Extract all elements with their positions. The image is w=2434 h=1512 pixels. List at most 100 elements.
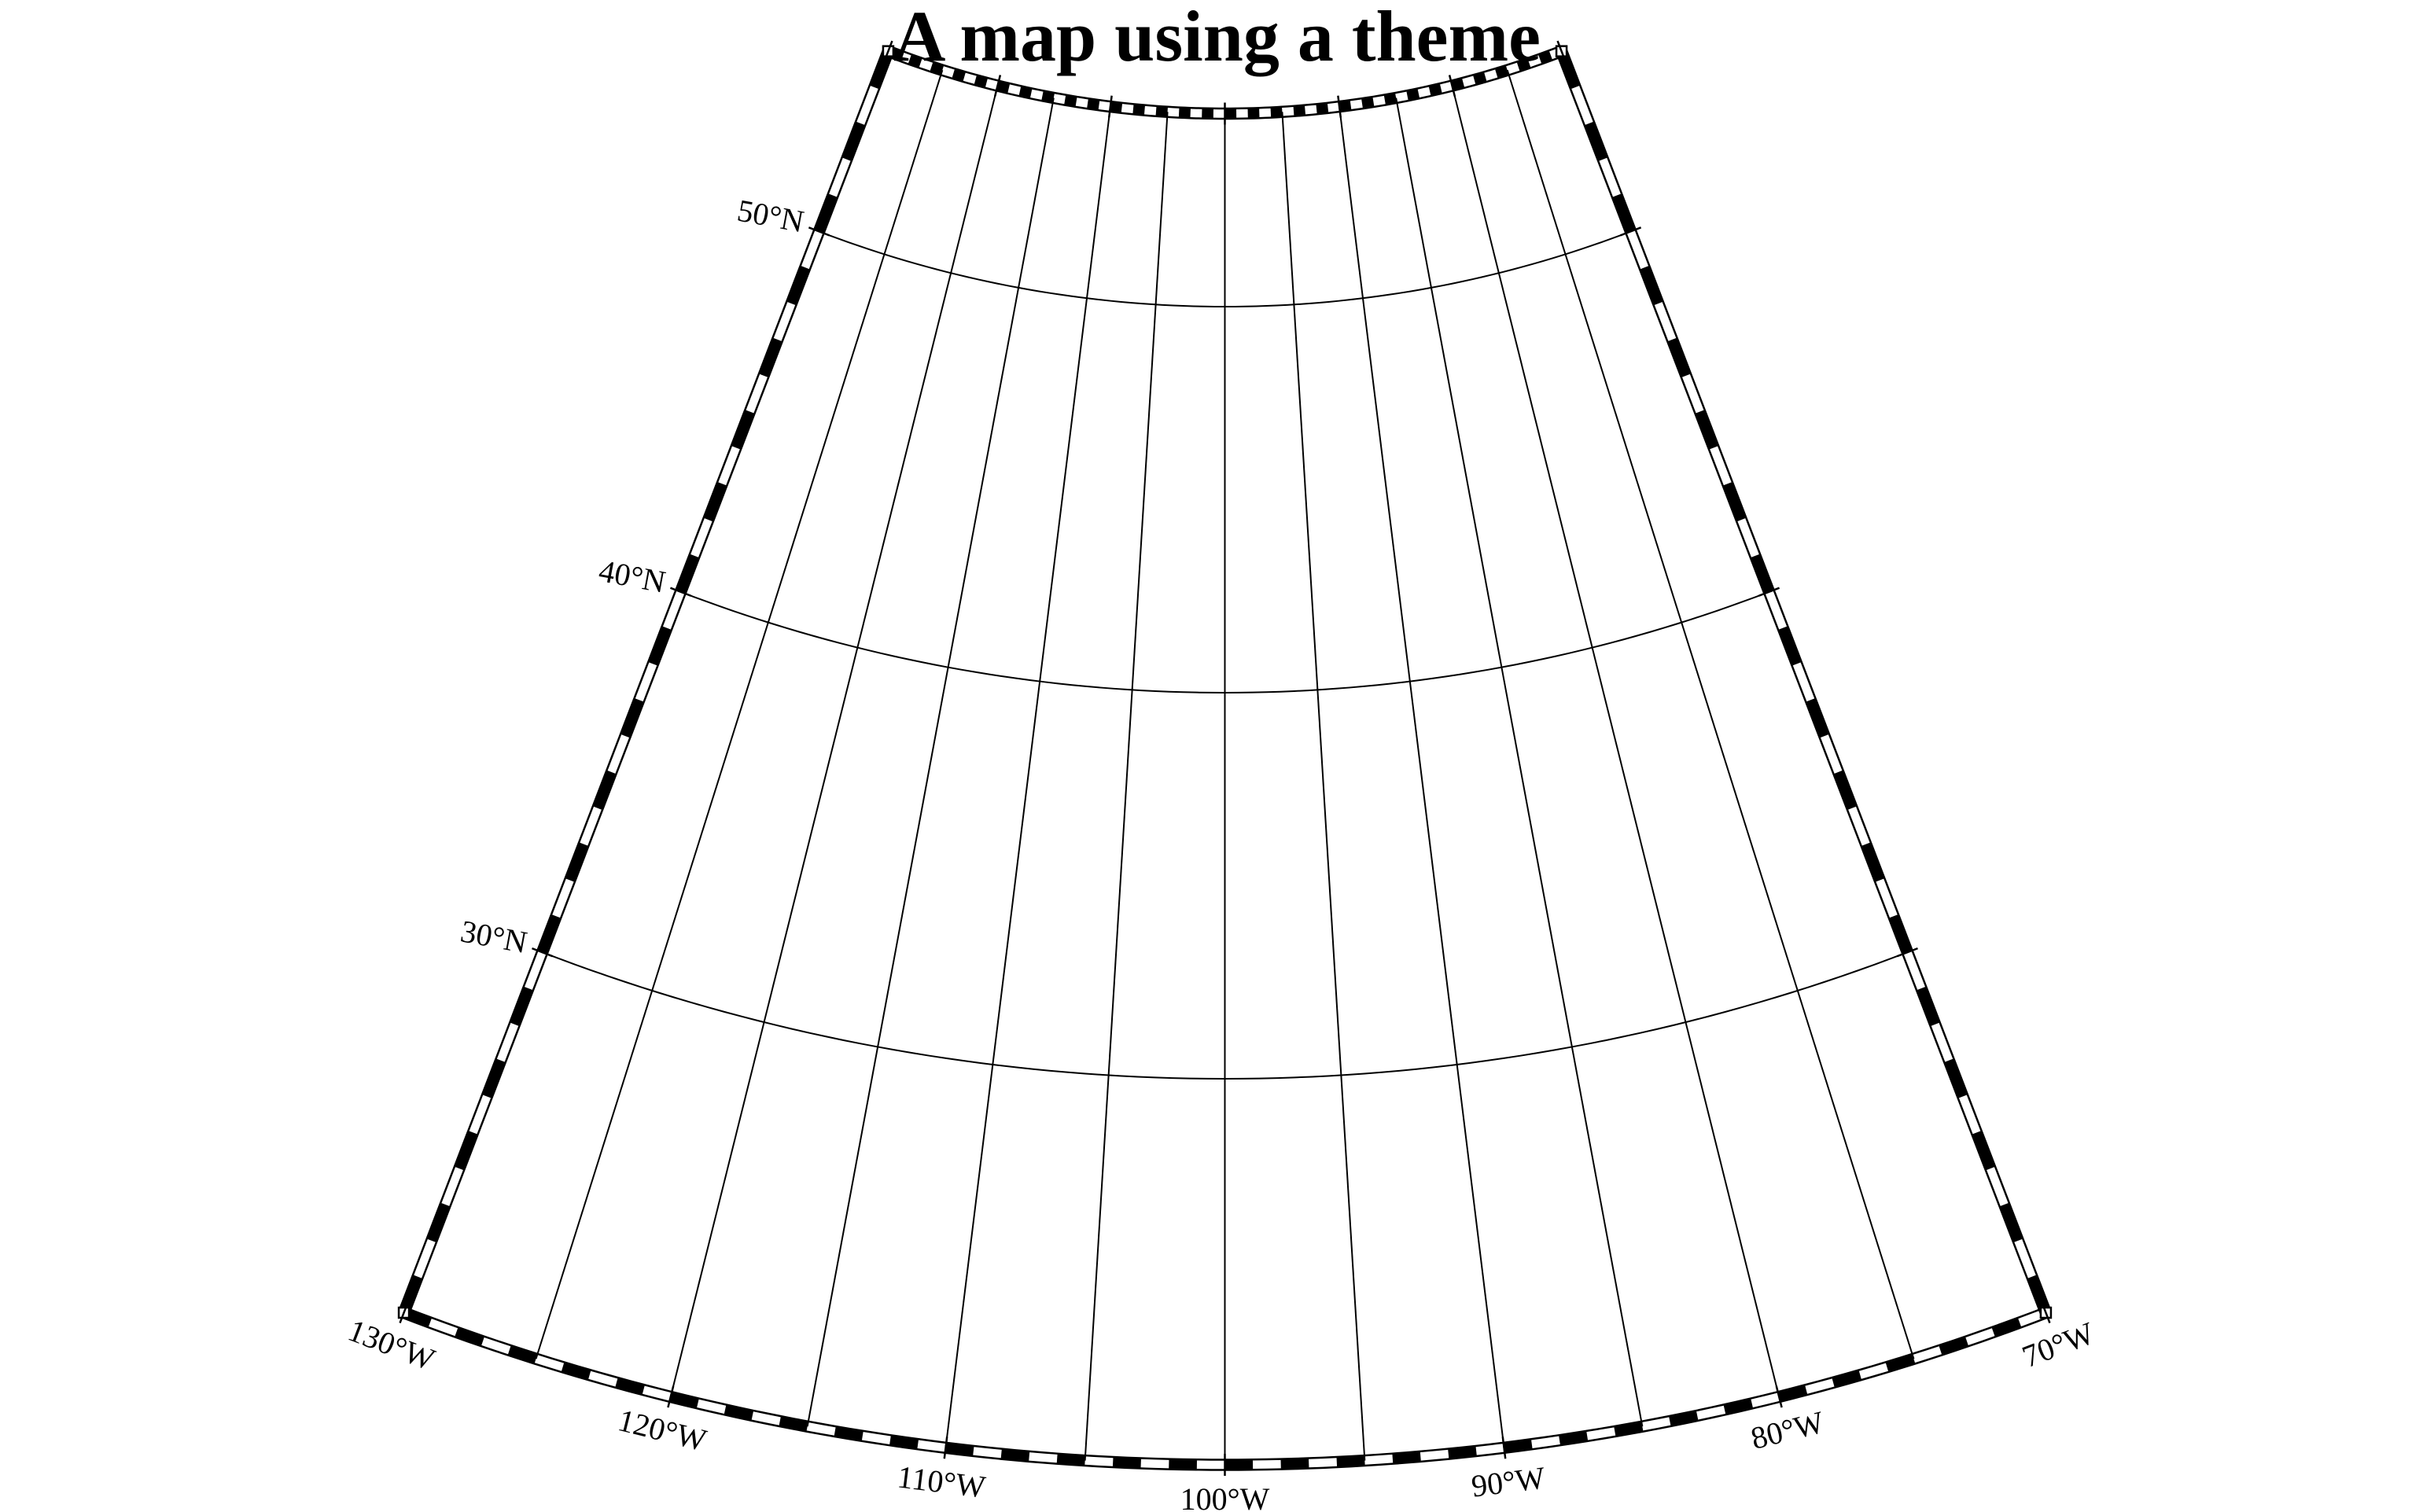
- frame-band-segment: [1611, 193, 1637, 234]
- frame-band-segment: [1110, 101, 1123, 114]
- frame-band-segment: [703, 481, 727, 522]
- frame-band-segment: [1614, 1421, 1644, 1437]
- frame-band-segment: [426, 1202, 451, 1243]
- frame-ticks: [399, 40, 2051, 1476]
- frame-band-segment: [1316, 102, 1329, 115]
- frame-band-segment: [1999, 1202, 2023, 1243]
- frame-band-segment: [1000, 1448, 1030, 1462]
- meridian-gridline: [1281, 112, 1366, 1461]
- frame-band-segment: [786, 265, 811, 306]
- meridian-gridline: [1451, 85, 1780, 1397]
- frame-band-segment: [1832, 770, 1858, 811]
- meridian-label: 90°W: [1470, 1460, 1548, 1504]
- frame-band-segment: [620, 697, 645, 738]
- frame-band-segment: [1916, 986, 1941, 1027]
- frame-band-segment: [1750, 554, 1775, 594]
- meridian-tick: [1501, 1437, 1507, 1459]
- frame-band-segment: [1472, 71, 1487, 86]
- frame-band-segment: [1861, 842, 1885, 882]
- frame-band-segment: [1943, 1058, 1968, 1098]
- frame-band-segment: [1339, 99, 1352, 112]
- meridian-gridline: [945, 106, 1111, 1448]
- frame-band-segment: [1503, 1438, 1533, 1454]
- meridian-tick: [399, 1302, 409, 1324]
- meridian-tick: [1337, 95, 1342, 118]
- frame-band-segment: [1888, 914, 1913, 955]
- meridian-tick: [883, 40, 893, 62]
- frame-band-segment: [615, 1377, 646, 1396]
- meridian-tick: [2041, 1302, 2051, 1324]
- parallel-label: 50°N: [735, 193, 807, 240]
- frame-band-segment: [561, 1361, 591, 1381]
- frame-band-segment: [1991, 1317, 2022, 1337]
- frame-band-segment: [1383, 92, 1397, 105]
- parallel-tick: [669, 587, 692, 597]
- frame-band-segment: [1178, 107, 1191, 119]
- frame-band-segment: [758, 337, 783, 378]
- parallel-tick: [808, 226, 830, 237]
- frame-band-segment: [1112, 1456, 1142, 1470]
- frame-band-segment: [1428, 83, 1442, 97]
- parallel-label: 40°N: [596, 553, 668, 600]
- frame-band-segment: [1971, 1130, 1996, 1171]
- frame-band-segment: [1155, 105, 1169, 118]
- frame-band-segment: [952, 68, 967, 83]
- meridian-tick: [943, 1437, 948, 1459]
- frame-band-segment: [1832, 1370, 1862, 1389]
- frame-band-segment: [834, 1426, 863, 1442]
- frame-band-segment: [1293, 105, 1306, 117]
- frame-band-segment: [1666, 337, 1692, 378]
- frame-band-segment: [1280, 1458, 1309, 1470]
- parallel-gridline: [542, 951, 1908, 1080]
- parallel-label: 30°N: [458, 913, 530, 960]
- meridian-gridline: [806, 97, 1055, 1427]
- frame-band-segment: [1939, 1336, 1969, 1356]
- frame-band-segment: [454, 1130, 479, 1171]
- frame-band-segment: [565, 842, 589, 882]
- frame-side-border: [1565, 49, 2052, 1312]
- frame-band-segment: [930, 61, 945, 75]
- frame-band-segment: [1056, 1453, 1086, 1466]
- meridian-tick: [1448, 75, 1456, 97]
- frame-band-segment: [1885, 1353, 1916, 1373]
- frame-band-segment: [1694, 410, 1719, 450]
- meridian-tick: [1107, 95, 1113, 118]
- frame-band-segment: [507, 1345, 538, 1364]
- parallel-tick: [1896, 947, 1918, 958]
- frame-band-segment: [813, 193, 838, 234]
- frame-band-segment: [996, 80, 1011, 94]
- frame-band-segment: [724, 1404, 754, 1422]
- frame-band-segment: [1406, 87, 1420, 101]
- frame-band-segment: [481, 1058, 506, 1098]
- frame-band-segment: [509, 986, 534, 1027]
- frame-band-segment: [889, 1434, 919, 1450]
- frame-band-segment: [647, 626, 672, 666]
- parallel-gridline: [819, 230, 1631, 308]
- meridian-tick: [667, 1385, 675, 1408]
- meridian-gridline: [669, 85, 999, 1397]
- frame-band-segment: [675, 554, 700, 594]
- frame-band-segment: [974, 74, 989, 89]
- frame-band-segment: [1559, 1430, 1589, 1446]
- meridian-gridline: [1339, 106, 1505, 1448]
- frame-band-segment: [1018, 85, 1033, 99]
- parallel-gridline: [680, 590, 1769, 694]
- frame-band-segment: [1392, 1451, 1421, 1465]
- frame-band-segment: [1777, 1384, 1808, 1403]
- frame-band-segment: [454, 1326, 485, 1347]
- frame-band-segment: [779, 1415, 808, 1433]
- graticule: [535, 69, 1915, 1465]
- frame-side-border: [398, 49, 885, 1312]
- meridian-gridline: [1506, 69, 1915, 1359]
- frame-band-segment: [1516, 57, 1531, 72]
- parallel-tick: [1758, 587, 1780, 597]
- frame-band-segment: [908, 53, 922, 68]
- frame-band-segment: [731, 410, 756, 450]
- frame-band-segment: [1361, 96, 1375, 109]
- meridian-gridline: [1395, 97, 1644, 1427]
- frame-band-segment: [1132, 103, 1146, 116]
- frame-band-segment: [841, 121, 866, 162]
- frame-band-segment: [1668, 1410, 1699, 1427]
